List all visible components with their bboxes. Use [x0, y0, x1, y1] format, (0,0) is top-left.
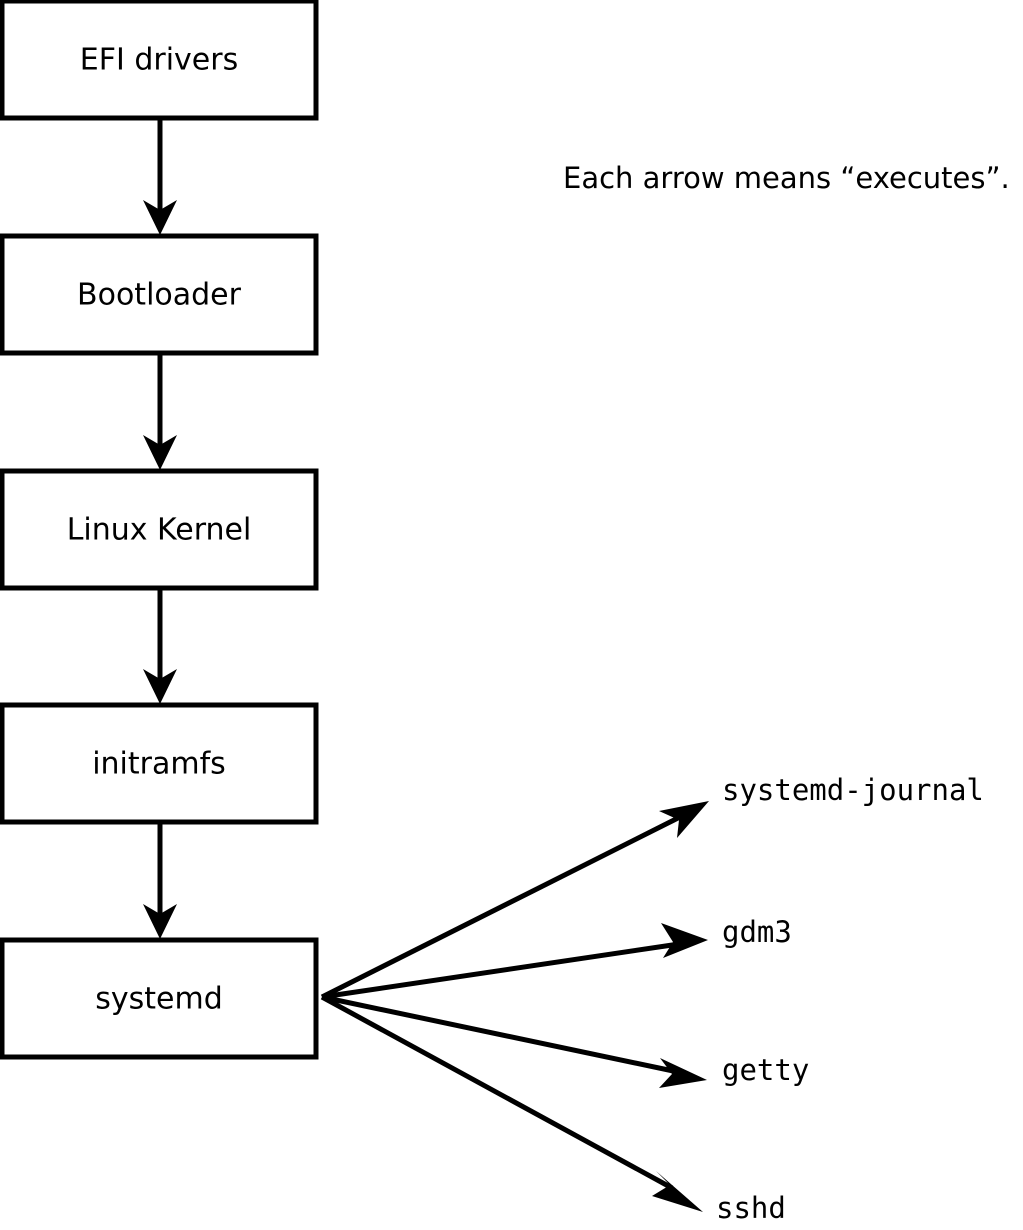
chain-arrow-kernel-to-initramfs: [143, 590, 177, 704]
service-arrow-getty: [321, 994, 707, 1088]
service-label-getty: getty: [722, 1053, 809, 1087]
service-arrow-systemd-journal: [320, 801, 709, 1000]
arrow-head-down-icon: [143, 200, 177, 235]
box-initramfs[interactable]: initramfs: [0, 702, 319, 825]
box-label-bootloader: Bootloader: [77, 278, 242, 313]
box-label-linux-kernel: Linux Kernel: [67, 513, 252, 548]
box-label-efi-drivers: EFI drivers: [80, 43, 238, 78]
box-label-initramfs: initramfs: [92, 747, 226, 782]
chain-arrow-efi-to-bootloader: [143, 118, 177, 235]
service-arrow-sshd: [320, 994, 703, 1212]
box-systemd[interactable]: systemd: [0, 937, 319, 1060]
service-label-gdm3: gdm3: [722, 915, 792, 949]
service-label-systemd-journal: systemd-journal: [722, 773, 984, 807]
arrow-head-icon: [659, 801, 709, 838]
service-label-sshd: sshd: [716, 1191, 786, 1225]
arrow-head-down-icon: [143, 904, 177, 939]
service-arrow-gdm3: [321, 923, 708, 1000]
arrow-head-icon: [652, 1171, 703, 1212]
box-linux-kernel[interactable]: Linux Kernel: [0, 468, 319, 591]
box-label-systemd: systemd: [95, 982, 223, 1017]
box-bootloader[interactable]: Bootloader: [0, 233, 319, 356]
arrow-head-down-icon: [143, 669, 177, 704]
chain-arrow-bootloader-to-kernel: [143, 353, 177, 470]
box-efi-drivers[interactable]: EFI drivers: [0, 0, 319, 121]
legend-annotation: Each arrow means “executes”.: [563, 161, 1010, 195]
arrow-head-icon: [661, 923, 708, 958]
arrow-head-icon: [659, 1058, 707, 1088]
arrow-head-down-icon: [143, 435, 177, 470]
chain-arrow-initramfs-to-systemd: [143, 823, 177, 939]
